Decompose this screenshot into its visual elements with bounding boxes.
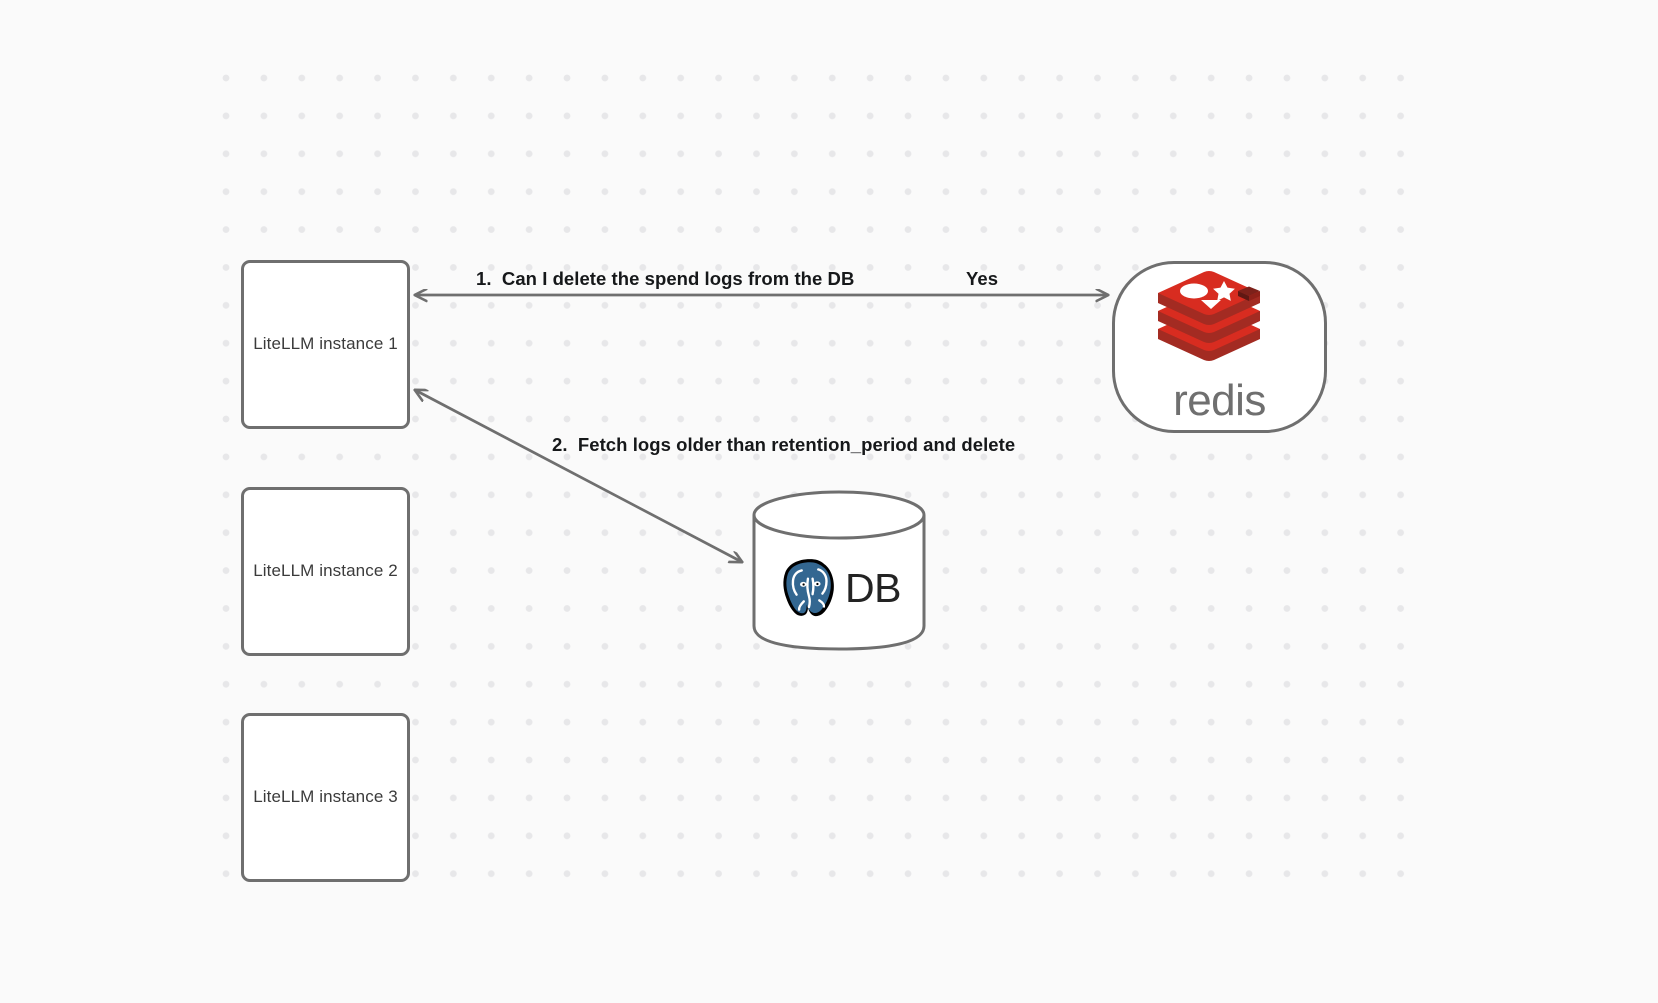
redis-logo-icon xyxy=(1157,271,1260,361)
postgresql-elephant-icon xyxy=(783,558,834,616)
edge-label-yes: Yes xyxy=(966,268,999,289)
node-label: LiteLLM instance 2 xyxy=(253,561,398,581)
edge-label-step-2: 2. Fetch logs older than retention_perio… xyxy=(552,434,1016,455)
redis-wordmark: redis xyxy=(1173,376,1266,425)
edge-litellm1-postgres xyxy=(415,390,742,562)
node-redis[interactable]: redis xyxy=(1112,261,1327,433)
db-label: DB xyxy=(845,565,901,611)
node-litellm-instance-3[interactable]: LiteLLM instance 3 xyxy=(241,713,410,882)
node-postgres-db[interactable]: DB xyxy=(751,489,927,652)
node-label: LiteLLM instance 3 xyxy=(253,787,398,807)
node-litellm-instance-1[interactable]: LiteLLM instance 1 xyxy=(241,260,410,429)
cylinder-shape xyxy=(752,490,926,651)
node-label: LiteLLM instance 1 xyxy=(253,334,398,354)
node-litellm-instance-2[interactable]: LiteLLM instance 2 xyxy=(241,487,410,656)
edge-label-step-1: 1. Can I delete the spend logs from the … xyxy=(476,268,855,289)
